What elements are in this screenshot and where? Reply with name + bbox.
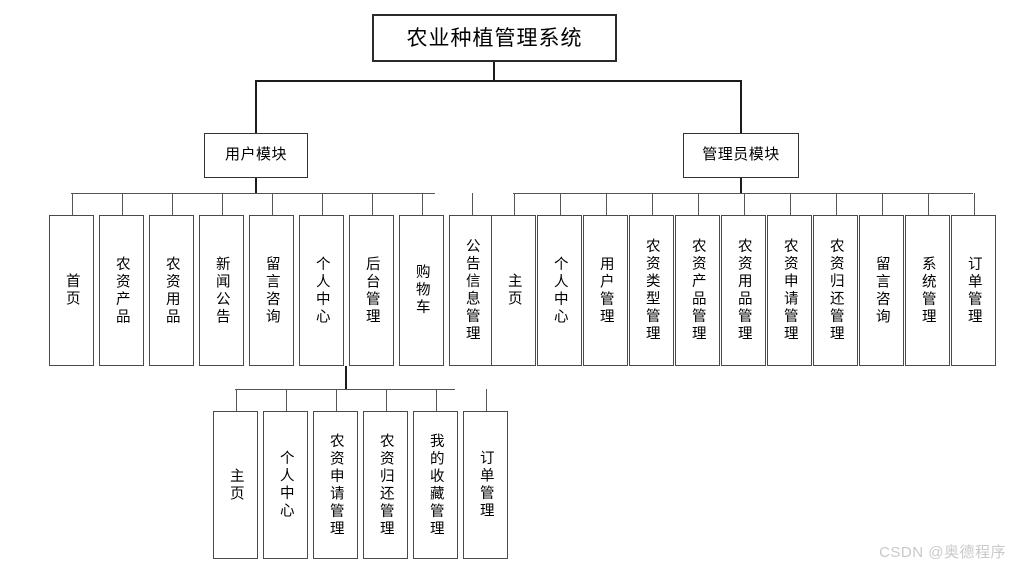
node-user-child-drop-5 [272, 193, 273, 215]
node-admin-child-label: 用户管理 [597, 255, 614, 326]
connector-user-module-stem [255, 178, 257, 194]
node-admin-child-drop-4 [652, 193, 653, 215]
node-backend-child-label: 订单管理 [477, 450, 494, 520]
connector-user-children-bus [71, 193, 435, 194]
node-admin-child-drop-2 [560, 193, 561, 215]
node-admin-child-7[interactable]: 农资申请管理 [767, 215, 812, 366]
node-user-child-drop-3 [172, 193, 173, 215]
node-admin-child-drop-8 [836, 193, 837, 215]
connector-root-bus [255, 80, 742, 82]
node-backend-child-drop-6 [486, 389, 487, 411]
node-admin-child-label: 农资类型管理 [643, 238, 660, 343]
node-backend-child-label: 主页 [227, 467, 244, 503]
node-admin-child-9[interactable]: 留言咨询 [859, 215, 904, 366]
node-root-system[interactable]: 农业种植管理系统 [372, 14, 617, 62]
node-admin-child-label: 农资用品管理 [735, 238, 752, 343]
connector-root-to-admin-module [740, 80, 742, 133]
node-backend-child-drop-4 [386, 389, 387, 411]
node-backend-child-label: 个人中心 [277, 450, 294, 520]
node-backend-child-2[interactable]: 个人中心 [263, 411, 308, 559]
node-admin-child-10[interactable]: 系统管理 [905, 215, 950, 366]
node-backend-child-label: 农资归还管理 [377, 432, 394, 538]
node-user-child-label: 购物车 [413, 264, 430, 317]
node-user-child-drop-1 [72, 193, 73, 215]
connector-root-to-user-module [255, 80, 257, 133]
node-user-child-drop-9 [472, 193, 473, 215]
node-user-child-drop-2 [122, 193, 123, 215]
node-user-child-8[interactable]: 购物车 [399, 215, 444, 366]
node-user-child-3[interactable]: 农资用品 [149, 215, 194, 366]
connector-backend-stem [345, 366, 347, 390]
node-admin-module[interactable]: 管理员模块 [683, 133, 799, 178]
node-user-child-label: 留言咨询 [263, 255, 280, 326]
node-admin-child-3[interactable]: 用户管理 [583, 215, 628, 366]
node-user-child-label: 首页 [63, 273, 80, 308]
node-admin-child-4[interactable]: 农资类型管理 [629, 215, 674, 366]
node-admin-child-1[interactable]: 主页 [491, 215, 536, 366]
node-user-module[interactable]: 用户模块 [204, 133, 308, 178]
node-user-child-4[interactable]: 新闻公告 [199, 215, 244, 366]
node-admin-child-label: 农资申请管理 [781, 238, 798, 343]
node-admin-child-label: 留言咨询 [873, 255, 890, 326]
node-user-child-label: 个人中心 [313, 255, 330, 326]
node-user-child-6[interactable]: 个人中心 [299, 215, 344, 366]
node-admin-child-drop-7 [790, 193, 791, 215]
node-user-child-drop-6 [322, 193, 323, 215]
node-admin-child-drop-5 [698, 193, 699, 215]
node-admin-child-label: 主页 [505, 273, 522, 308]
node-user-child-2[interactable]: 农资产品 [99, 215, 144, 366]
node-user-child-label: 农资产品 [113, 255, 130, 326]
node-admin-child-drop-1 [514, 193, 515, 215]
node-admin-child-11[interactable]: 订单管理 [951, 215, 996, 366]
node-backend-child-3[interactable]: 农资申请管理 [313, 411, 358, 559]
node-admin-child-label: 农资归还管理 [827, 238, 844, 343]
connector-root-stem [493, 62, 495, 81]
node-admin-child-2[interactable]: 个人中心 [537, 215, 582, 366]
csdn-watermark: CSDN @奥德程序 [879, 544, 1006, 561]
node-backend-child-1[interactable]: 主页 [213, 411, 258, 559]
node-backend-child-drop-5 [436, 389, 437, 411]
node-backend-child-drop-1 [236, 389, 237, 411]
node-backend-child-5[interactable]: 我的收藏管理 [413, 411, 458, 559]
connector-backend-children-bus [235, 389, 455, 390]
node-admin-child-drop-9 [882, 193, 883, 215]
node-admin-child-label: 订单管理 [965, 255, 982, 326]
node-backend-child-drop-3 [336, 389, 337, 411]
node-user-child-label: 后台管理 [363, 255, 380, 326]
node-user-module-label: 用户模块 [224, 146, 287, 163]
node-user-child-drop-7 [372, 193, 373, 215]
node-root-label: 农业种植管理系统 [406, 25, 583, 50]
node-admin-child-drop-6 [744, 193, 745, 215]
node-admin-module-label: 管理员模块 [702, 146, 780, 163]
node-user-child-drop-4 [222, 193, 223, 215]
node-user-child-label: 农资用品 [163, 255, 180, 326]
node-user-child-label: 新闻公告 [213, 255, 230, 326]
node-backend-child-label: 我的收藏管理 [427, 432, 444, 538]
node-admin-child-label: 农资产品管理 [689, 238, 706, 343]
node-user-child-5[interactable]: 留言咨询 [249, 215, 294, 366]
connector-admin-children-bus [513, 193, 973, 194]
node-admin-child-8[interactable]: 农资归还管理 [813, 215, 858, 366]
node-user-child-7[interactable]: 后台管理 [349, 215, 394, 366]
node-admin-child-6[interactable]: 农资用品管理 [721, 215, 766, 366]
node-backend-child-6[interactable]: 订单管理 [463, 411, 508, 559]
node-backend-child-drop-2 [286, 389, 287, 411]
node-user-child-drop-8 [422, 193, 423, 215]
node-admin-child-drop-10 [928, 193, 929, 215]
node-admin-child-drop-3 [606, 193, 607, 215]
node-backend-child-label: 农资申请管理 [327, 432, 344, 538]
node-backend-child-4[interactable]: 农资归还管理 [363, 411, 408, 559]
node-admin-child-drop-11 [974, 193, 975, 215]
node-user-child-1[interactable]: 首页 [49, 215, 94, 366]
node-admin-child-5[interactable]: 农资产品管理 [675, 215, 720, 366]
connector-admin-module-stem [740, 178, 742, 194]
node-admin-child-label: 系统管理 [919, 255, 936, 326]
node-user-child-label: 公告信息管理 [463, 238, 480, 343]
node-user-child-9[interactable]: 公告信息管理 [449, 215, 494, 366]
node-admin-child-label: 个人中心 [551, 255, 568, 326]
